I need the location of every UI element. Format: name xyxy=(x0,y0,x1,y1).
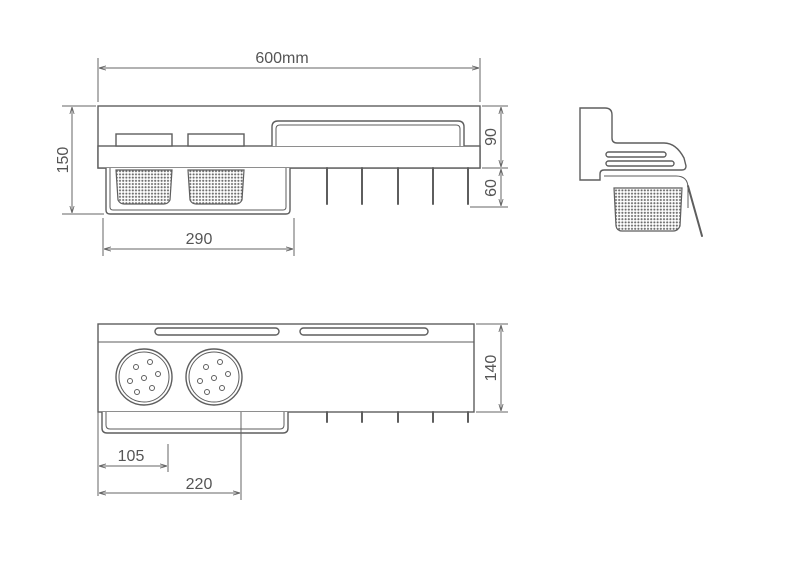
dim-front-height-label: 150 xyxy=(55,147,72,174)
top-basket xyxy=(101,412,289,434)
dim-top-basket: 220 xyxy=(99,412,242,500)
side-slot-upper xyxy=(605,151,667,158)
dim-front-basket: 290 xyxy=(102,218,295,256)
side-hook xyxy=(687,185,703,237)
side-mesh-can xyxy=(613,187,683,232)
dim-front-upper-label: 90 xyxy=(483,128,500,146)
front-hooks xyxy=(326,167,469,205)
top-hooks xyxy=(326,411,469,423)
top-view: 140 105 220 xyxy=(97,323,508,500)
dim-front-right: 90 60 xyxy=(470,105,508,208)
front-view: 600mm 150 90 60 290 xyxy=(55,50,508,256)
dim-front-width: 600mm xyxy=(97,50,481,102)
front-shelf-lip xyxy=(97,145,481,169)
side-slot-lower xyxy=(605,160,675,167)
top-cup-holes xyxy=(127,359,231,395)
dim-front-basket-label: 290 xyxy=(186,231,213,248)
front-rail xyxy=(271,120,465,146)
side-bracket xyxy=(579,107,687,181)
dim-top-depth: 140 xyxy=(476,323,508,413)
top-slot-right xyxy=(299,327,429,336)
dim-top-basket-label: 220 xyxy=(186,476,213,493)
top-cup-right xyxy=(185,348,243,406)
dim-front-lower-label: 60 xyxy=(483,179,500,197)
dim-front-height: 150 xyxy=(55,105,104,215)
top-slot-left xyxy=(154,327,280,336)
side-view xyxy=(579,107,703,237)
front-cup-left xyxy=(115,133,173,147)
dim-top-cup: 105 xyxy=(97,412,169,496)
top-cup-left xyxy=(115,348,173,406)
dim-front-width-label: 600mm xyxy=(255,50,308,67)
dim-top-depth-label: 140 xyxy=(483,355,500,382)
dim-top-cup-label: 105 xyxy=(118,448,145,465)
front-cup-right xyxy=(187,133,245,147)
front-mesh-can-right xyxy=(187,169,245,205)
front-mesh-can-left xyxy=(115,169,173,205)
